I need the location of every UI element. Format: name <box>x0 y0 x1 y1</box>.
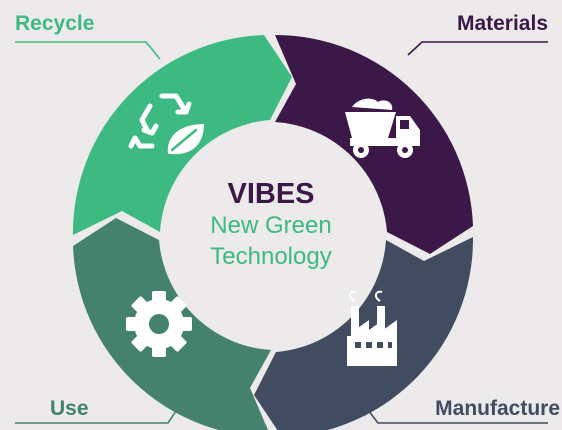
leader-line-materials <box>407 41 548 56</box>
stage-label-use: Use <box>50 397 89 420</box>
factory-icon <box>347 290 397 366</box>
stage-label-materials: Materials <box>457 12 548 35</box>
leader-line-manufacture <box>367 409 548 424</box>
leader-line-use <box>15 407 179 424</box>
recycle-leaf-icon <box>128 93 204 155</box>
gear-icon <box>126 291 192 357</box>
dump-truck-icon <box>345 98 420 158</box>
center-title: VIBES <box>227 178 314 210</box>
center-subtitle-line2: Technology <box>210 243 331 270</box>
leader-line-recycle <box>15 41 161 60</box>
center-subtitle-line1: New Green <box>210 212 331 239</box>
stage-label-manufacture: Manufacture <box>435 397 560 420</box>
stage-label-recycle: Recycle <box>15 12 94 35</box>
